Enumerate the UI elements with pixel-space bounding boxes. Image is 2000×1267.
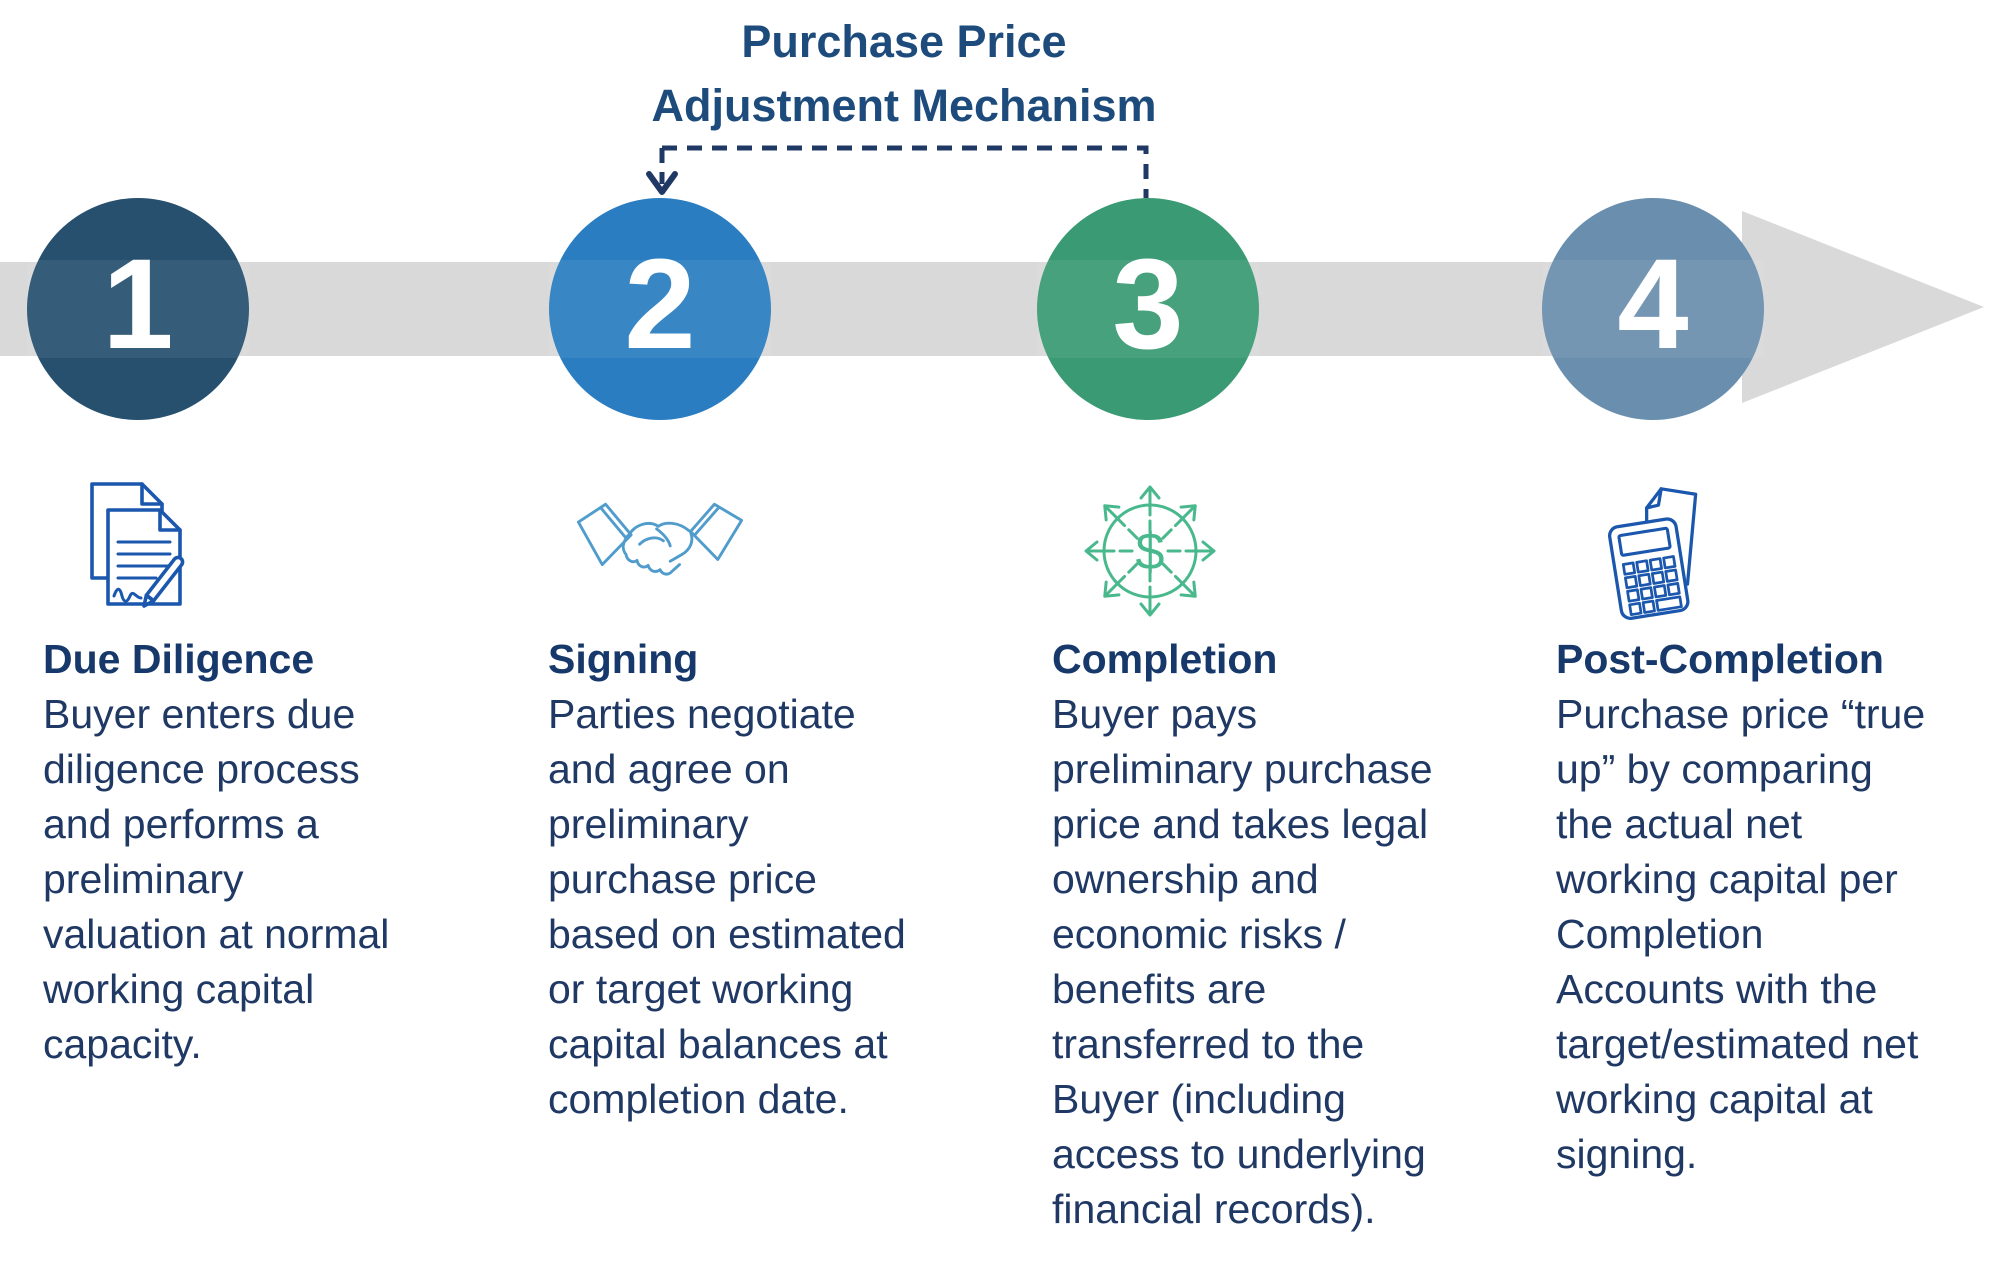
money-distribution-icon: $: [1065, 476, 1235, 626]
timeline-band: [0, 262, 1742, 356]
calculator-document-icon: [1568, 476, 1738, 626]
step-description: Buyer enters due diligence process and p…: [43, 691, 390, 1067]
step-number-4: 4: [1617, 233, 1689, 376]
step-number-1: 1: [102, 233, 174, 376]
step-heading: Due Diligence: [43, 636, 315, 682]
handshake-icon: [575, 476, 745, 626]
step-heading: Signing: [548, 636, 699, 682]
step-text-signing: Signing Parties negotiate and agree on p…: [548, 632, 1018, 1127]
step-circle-2: 2: [549, 198, 771, 420]
step-heading: Post-Completion: [1556, 636, 1884, 682]
step-circle-1: 1: [27, 198, 249, 420]
step-circle-4: 4: [1542, 198, 1764, 420]
timeline-arrowhead-icon: [1742, 211, 1984, 403]
step-description: Parties negotiate and agree on prelimina…: [548, 691, 906, 1122]
step-circle-3: 3: [1037, 198, 1259, 420]
annotation-title: Purchase Price Adjustment Mechanism: [651, 16, 1157, 131]
step-text-completion: Completion Buyer pays preliminary purcha…: [1052, 632, 1522, 1237]
step-heading: Completion: [1052, 636, 1278, 682]
step-description: Buyer pays preliminary purchase price an…: [1052, 691, 1433, 1232]
step-number-2: 2: [624, 233, 696, 376]
signed-documents-icon: [53, 476, 223, 626]
step-description: Purchase price “true up” by comparing th…: [1556, 691, 1926, 1177]
step-number-3: 3: [1112, 233, 1184, 376]
step-text-due-diligence: Due Diligence Buyer enters due diligence…: [43, 632, 513, 1072]
step-text-post-completion: Post-Completion Purchase price “true up”…: [1556, 632, 2000, 1182]
